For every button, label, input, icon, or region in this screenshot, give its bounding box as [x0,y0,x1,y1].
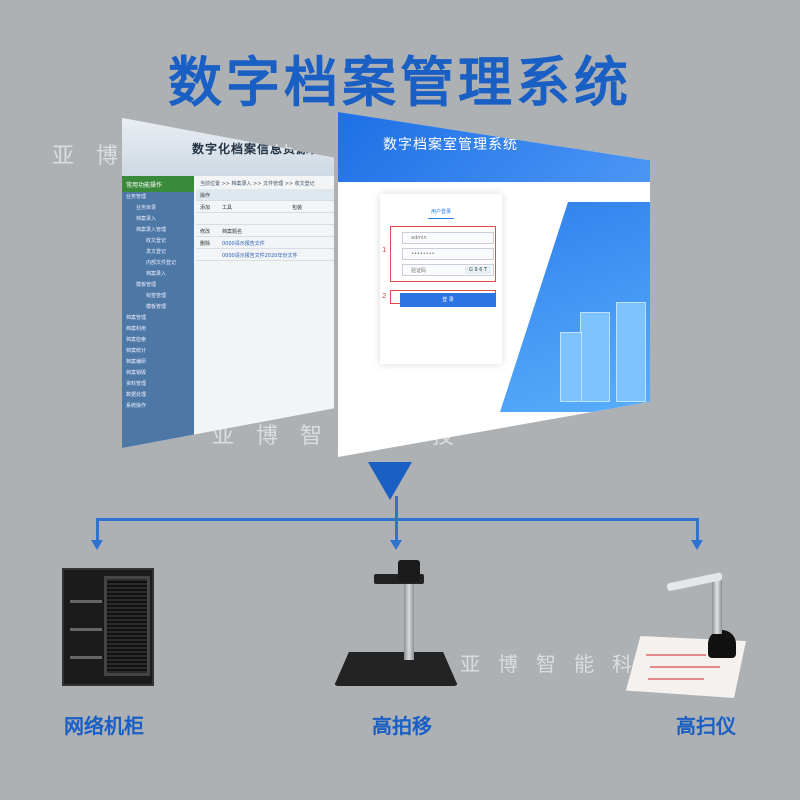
table-cell: 0000请示报告文件 [222,241,265,247]
document-camera-icon [398,560,420,582]
captcha-placeholder: 验证码 [411,268,427,274]
table-row: 删除 0000请示报告文件 [196,237,334,249]
server-tower-1 [580,312,610,402]
login-tab-underline [428,218,454,219]
table-row [196,213,334,225]
table-cell[interactable]: 操作 [200,193,211,199]
server-tower-2 [616,302,646,402]
sidebar-item[interactable]: 档案管理 [126,315,147,321]
sidebar-item[interactable]: 业务目录 [136,205,157,211]
arrow-down-left-icon [91,540,103,550]
table-row: 0000请示报告文件2020年份文件 [196,249,334,261]
connector-right [696,518,699,546]
lp-sidebar: 常用功能操作 业务管理业务目录档案录入档案录入管理收文登记发文登记内部文件登记档… [122,176,194,448]
lp-content: 当前位置 >> 档案录入 >> 文件管理 >> 收文登记 操作添加 工具 包装修改 档… [196,178,334,448]
device-label-cabinet: 网络机柜 [64,714,144,738]
login-system-title: 数字档案室管理系统 [383,137,518,153]
server-tower-3 [560,332,582,402]
page-title: 数字档案管理系统 [168,51,632,114]
sidebar-item[interactable]: 业务管理 [126,194,147,200]
username-field[interactable]: admin [402,232,494,244]
table-cell[interactable]: 添加 [200,205,211,211]
device-label-scanner: 高扫仪 [676,714,736,738]
sheet-line [650,666,720,668]
sidebar-item[interactable]: 档案录入 [136,216,157,222]
login-card: 用户登录 admin •••••••• 验证码 G 9 6 T 1 2 [380,194,502,364]
sidebar-item[interactable]: 档案检索 [126,337,147,343]
table-cell: 档案题名 [222,229,243,235]
table-cell[interactable]: 修改 [200,229,211,235]
cabinet-shelf [70,628,102,631]
step-number-2: 2 [382,292,387,300]
sidebar-item[interactable]: 收文登记 [146,238,167,244]
sidebar-item[interactable]: 标签管理 [146,293,167,299]
cabinet-door [104,576,150,676]
sidebar-item[interactable]: 内部文件登记 [146,260,177,266]
overhead-scanner-base [708,630,736,658]
sidebar-item[interactable]: 档案销毁 [126,370,147,376]
overhead-scanner-pole [712,576,722,634]
table-cell: 0000请示报告文件2020年份文件 [222,253,298,259]
document-camera-pole [404,578,414,660]
sidebar-item[interactable]: 资料管理 [126,381,147,387]
server-illustration [500,202,650,412]
archive-system-screenshot: 数字化档案信息资源管理系统 常用功能操作 业务管理业务目录档案录入档案录入管理收… [122,118,334,448]
down-arrow-icon [368,462,412,500]
sheet-line [648,678,704,680]
sidebar-item[interactable]: 发文登记 [146,249,167,255]
step-number-1: 1 [382,246,387,254]
table-cell[interactable]: 删除 [200,241,211,247]
sidebar-item[interactable]: 档案利用 [126,326,147,332]
network-cabinet-icon [62,568,154,686]
cabinet-shelf [70,656,102,659]
table-cell: 包装 [292,205,303,211]
sidebar-item[interactable]: 模板管理 [136,282,157,288]
arrow-down-middle-icon [390,540,402,550]
password-field[interactable]: •••••••• [402,248,494,260]
device-label-camera: 高拍移 [372,714,432,738]
sidebar-item[interactable]: 模板管理 [146,304,167,310]
connector-middle [395,496,398,546]
login-screenshot: 数字档案室管理系统 用户登录 admin •••••••• 验证码 G 9 6 … [338,112,650,457]
table-row: 操作 [196,189,334,201]
document-camera-base [334,652,458,686]
sidebar-item[interactable]: 档案录入 [146,271,167,277]
breadcrumb: 当前位置 >> 档案录入 >> 文件管理 >> 收文登记 [200,181,315,187]
table-cell: 工具 [222,205,233,211]
login-tab[interactable]: 用户登录 [430,209,451,215]
lp-sidebar-header: 常用功能操作 [122,176,194,192]
sidebar-item[interactable]: 数据处理 [126,392,147,398]
table-row: 修改 档案题名 [196,225,334,237]
captcha-image[interactable]: G 9 6 T [465,266,491,274]
sidebar-item[interactable]: 档案统计 [126,348,147,354]
login-button[interactable]: 登 录 [400,293,496,307]
sidebar-item[interactable]: 档案编研 [126,359,147,365]
sheet-line [646,654,706,656]
sidebar-item[interactable]: 系统操作 [126,403,147,409]
captcha-field[interactable]: 验证码 G 9 6 T [402,264,494,276]
connector-left [96,518,99,546]
sidebar-item[interactable]: 档案录入管理 [136,227,167,233]
table-row: 添加 工具 包装 [196,201,334,213]
arrow-down-right-icon [691,540,703,550]
highlight-box-1 [390,226,496,282]
cabinet-shelf [70,600,102,603]
